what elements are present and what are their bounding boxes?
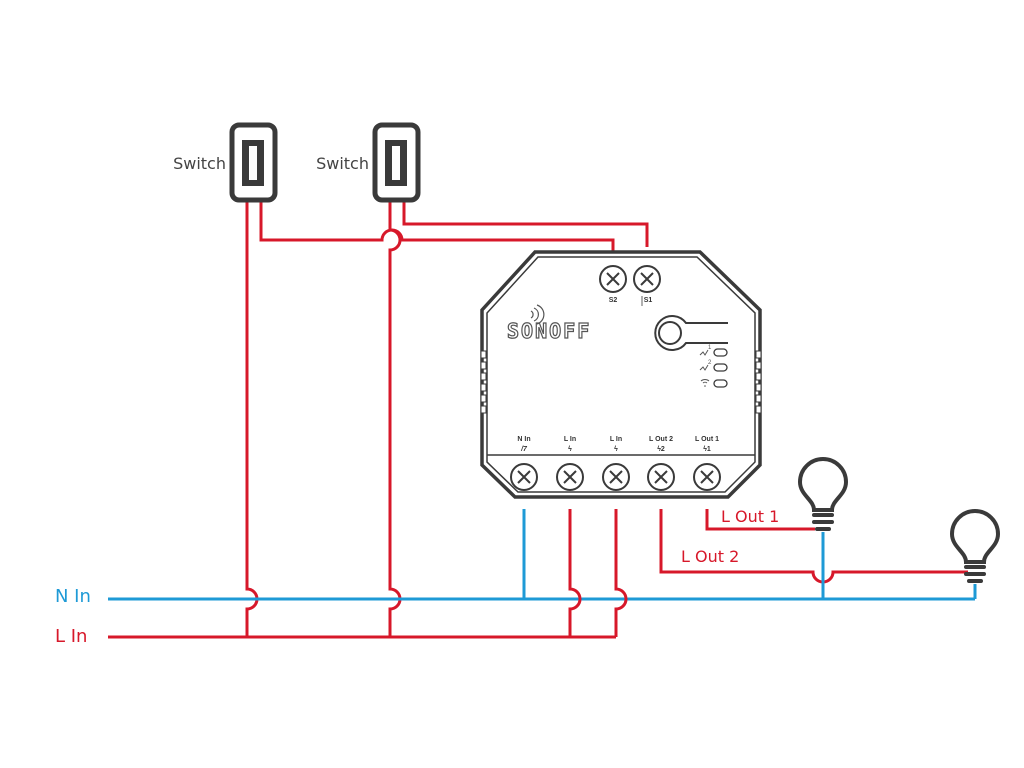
lamp-1 [797, 457, 849, 531]
relay-1-icon [699, 349, 709, 356]
light-bulb-icon [949, 509, 1001, 564]
live-symbol-icon: ϟ [614, 446, 618, 453]
relay-2-icon [699, 364, 709, 371]
screw-x-icon [606, 272, 620, 286]
switch-2-live-wire [388, 200, 402, 637]
live-symbol-icon: ϟ [568, 446, 572, 453]
relay-1-led [713, 348, 728, 357]
switch-1-label: Switch [173, 154, 226, 173]
indicator-wifi [700, 379, 728, 388]
switch-2-label: Switch [316, 154, 369, 173]
terminal-l-out-1[interactable]: L Out 1 ϟ1 [693, 436, 721, 491]
relay-2-sup: 2 [708, 360, 712, 366]
device-left-notches [480, 350, 487, 414]
light-bulb-icon [797, 457, 849, 512]
screw-x-icon [700, 470, 714, 484]
output-1-symbol-icon: ϟ1 [703, 446, 711, 453]
screw-x-icon [640, 272, 654, 286]
live-bus-label: L In [55, 626, 87, 647]
terminal-n-in[interactable]: N In /7 [510, 436, 538, 491]
terminal-s1[interactable]: S1 [633, 265, 661, 306]
indicator-relay-2: 2 [699, 360, 728, 372]
device-l-in-1-wire [568, 509, 582, 637]
relay-2-led [713, 363, 728, 372]
terminal-s1-label: S1 [644, 297, 653, 304]
screw-x-icon [563, 470, 577, 484]
lamp-2 [949, 509, 1001, 583]
l-out-1-wire [705, 509, 815, 531]
wifi-icon [700, 379, 710, 384]
output-2-symbol-icon: ϟ2 [657, 446, 665, 453]
terminal-l-in-1[interactable]: L In ϟ [556, 436, 584, 491]
screw-x-icon [654, 470, 668, 484]
switch-1[interactable]: Switch [173, 122, 278, 203]
terminal-s2-label: S2 [609, 297, 618, 304]
neutral-symbol-icon: /7 [520, 446, 528, 453]
sonoff-logo-text: SONOFF [507, 319, 591, 343]
terminal-l-out-1-label: L Out 1 [695, 436, 719, 443]
screw-x-icon [517, 470, 531, 484]
switch-1-live-wire [245, 200, 259, 637]
terminal-l-out-2-label: L Out 2 [649, 436, 673, 443]
neutral-bus-label: N In [55, 586, 91, 607]
indicator-relay-1: 1 [699, 345, 728, 357]
device-inner-body [486, 256, 756, 493]
wifi-led [713, 379, 728, 388]
terminal-s2[interactable]: S2 [599, 265, 627, 304]
terminal-l-in-1-label: L In [564, 436, 576, 443]
relay-1-sup: 1 [708, 345, 712, 351]
terminal-l-in-2-label: L In [610, 436, 622, 443]
terminal-l-out-2[interactable]: L Out 2 ϟ2 [647, 436, 675, 491]
terminal-n-in-label: N In [517, 436, 530, 443]
l-out-2-label: L Out 2 [681, 547, 739, 566]
sonoff-logo: SONOFF [506, 304, 591, 344]
sonoff-device: S2 S1 SONOFF 1 2 [480, 250, 762, 499]
wireless-signal-icon [530, 304, 545, 325]
pairing-button[interactable] [654, 315, 728, 351]
screw-x-icon [609, 470, 623, 484]
switch-2[interactable]: Switch [316, 122, 421, 203]
switch-2-rocker-slot [392, 146, 400, 180]
pairing-button-cap [658, 321, 682, 345]
switch-2-to-s1-wire [402, 200, 649, 247]
device-l-in-2-wire [614, 509, 628, 637]
device-right-notches [755, 350, 762, 414]
terminal-l-in-2[interactable]: L In ϟ [602, 436, 630, 491]
switch-1-rocker-slot [249, 146, 257, 180]
l-out-1-label: L Out 1 [721, 507, 779, 526]
